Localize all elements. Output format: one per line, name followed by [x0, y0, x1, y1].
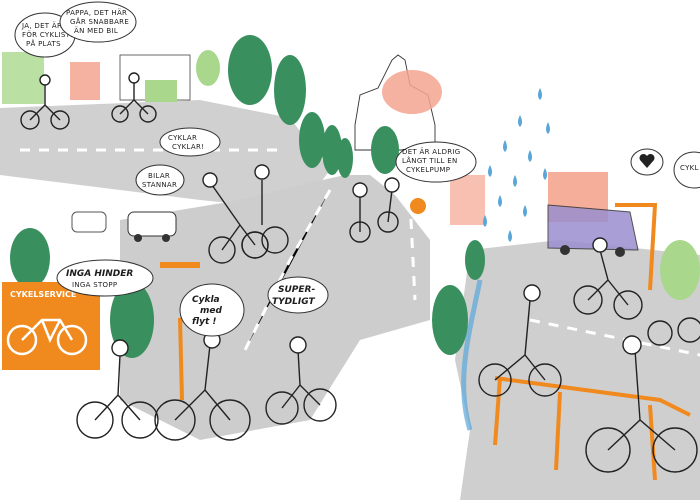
svg-text:INGA HINDER: INGA HINDER — [66, 269, 133, 279]
bubble-cykla-med-flyt: Cykla med flyt ! — [179, 283, 245, 337]
svg-text:TYDLIGT: TYDLIGT — [272, 297, 315, 307]
upper-left-road — [0, 100, 330, 210]
cyclist — [111, 72, 157, 123]
tree — [228, 35, 272, 105]
tree — [465, 240, 485, 280]
car-icon — [71, 211, 107, 233]
cyclist — [478, 284, 562, 397]
main-road — [120, 175, 430, 440]
tree — [110, 282, 154, 358]
lane-dashes — [20, 148, 700, 357]
svg-text:SUPER-: SUPER- — [278, 285, 315, 295]
cyclist — [585, 335, 698, 473]
bubble-cykelpump: DET ÄR ALDRIG LÅNGT TILL EN CYKELPUMP — [395, 141, 477, 183]
tree — [299, 112, 325, 168]
tree — [322, 125, 342, 175]
bubble-supertydligt: SUPER- TYDLIGT — [267, 276, 329, 314]
bubble-bilar-stannar: BILAR STANNAR — [135, 164, 185, 196]
cyclist — [349, 182, 371, 243]
svg-text:PAPPA, DET HÄR: PAPPA, DET HÄR — [66, 8, 127, 17]
cyclist — [20, 74, 70, 130]
trees — [10, 35, 700, 358]
left-building-pink — [70, 62, 100, 100]
road-network — [0, 100, 700, 500]
cyclist — [573, 237, 643, 320]
svg-text:flyt !: flyt ! — [192, 317, 217, 327]
heart-bubble — [630, 148, 664, 176]
tree — [660, 240, 700, 300]
svg-text:ÄN MED BIL: ÄN MED BIL — [74, 26, 118, 35]
svg-text:med: med — [200, 306, 222, 316]
cyclist — [76, 339, 159, 439]
left-building-green — [2, 52, 44, 104]
tree — [274, 55, 306, 125]
svg-text:CYKLAR!: CYKLAR! — [172, 143, 204, 151]
car-icon — [127, 211, 177, 242]
cargo-trailer — [145, 80, 177, 102]
tree — [10, 228, 50, 288]
svg-text:LÅNGT TILL EN: LÅNGT TILL EN — [402, 156, 458, 165]
tree — [371, 126, 399, 174]
cykelservice-label: CYKELSERVICE — [10, 290, 76, 299]
vehicles — [71, 80, 639, 257]
bicycle-icon — [6, 318, 88, 356]
mid-building-pink — [450, 175, 485, 225]
orange-post — [160, 262, 200, 268]
bubble-cyklar-right: CYKL — [673, 151, 700, 189]
svg-text:BILAR: BILAR — [148, 172, 170, 180]
svg-text:CYKELPUMP: CYKELPUMP — [406, 166, 450, 174]
speech-bubbles: JA, DET ÄR ALLT FÖR CYKLISTER PÅ PLATS P… — [14, 1, 700, 337]
bubble-cyklar-cyklar: CYKLAR CYKLAR! — [159, 127, 221, 157]
cyclist — [265, 336, 337, 425]
svg-text:CYKL: CYKL — [680, 164, 699, 172]
right-road — [455, 240, 700, 500]
svg-text:DET ÄR ALDRIG: DET ÄR ALDRIG — [402, 147, 461, 156]
svg-text:JA, DET ÄR ALLT: JA, DET ÄR ALLT — [21, 21, 82, 30]
bubble-snabbare: PAPPA, DET HÄR GÅR SNABBARE ÄN MED BIL — [59, 1, 137, 43]
pump-icon — [410, 198, 426, 214]
cyclist — [377, 177, 400, 233]
heart-icon — [639, 153, 655, 168]
svg-text:Cykla: Cykla — [192, 295, 220, 305]
svg-text:CYKLAR: CYKLAR — [168, 134, 197, 142]
bubble-inga-hinder: INGA HINDER INGA STOPP — [56, 259, 154, 297]
svg-text:STANNAR: STANNAR — [142, 181, 177, 189]
tree — [337, 138, 353, 178]
svg-text:GÅR SNABBARE: GÅR SNABBARE — [70, 17, 129, 26]
svg-text:INGA STOPP: INGA STOPP — [72, 281, 117, 289]
rain-drops — [483, 88, 550, 242]
cyclist — [647, 317, 700, 346]
church-pink-glow — [382, 70, 442, 114]
tree — [432, 285, 468, 355]
tree — [196, 50, 220, 86]
bus-icon — [547, 204, 639, 257]
cyclist — [241, 164, 289, 259]
svg-text:PÅ PLATS: PÅ PLATS — [26, 39, 61, 48]
svg-text:FÖR CYKLISTER: FÖR CYKLISTER — [22, 30, 80, 39]
blue-stream — [461, 279, 483, 431]
